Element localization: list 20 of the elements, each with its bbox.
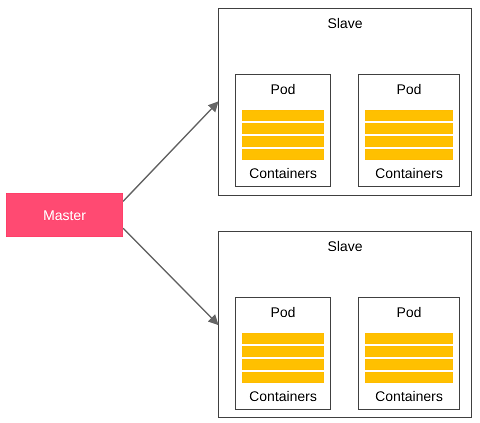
pod-box: [235, 297, 331, 410]
pod-box: [235, 74, 331, 187]
master-box: [6, 193, 123, 237]
node-label: Containers: [248, 388, 318, 404]
node-label: Pod: [396, 304, 422, 320]
node-label: Containers: [374, 388, 444, 404]
node-label: Master: [43, 207, 86, 223]
node-label: Slave: [326, 15, 364, 31]
node-label: Slave: [326, 238, 364, 254]
node-label: Pod: [396, 81, 422, 97]
node-label: Containers: [374, 165, 444, 181]
pod-box: [358, 74, 460, 187]
node-label: Pod: [270, 304, 296, 320]
node-label: Pod: [270, 81, 296, 97]
arrow: [122, 101, 219, 202]
arrow: [122, 228, 219, 326]
pod-box: [358, 297, 460, 410]
node-label: Containers: [248, 165, 318, 181]
slave-box: [218, 8, 472, 196]
slave-box: [218, 231, 472, 418]
